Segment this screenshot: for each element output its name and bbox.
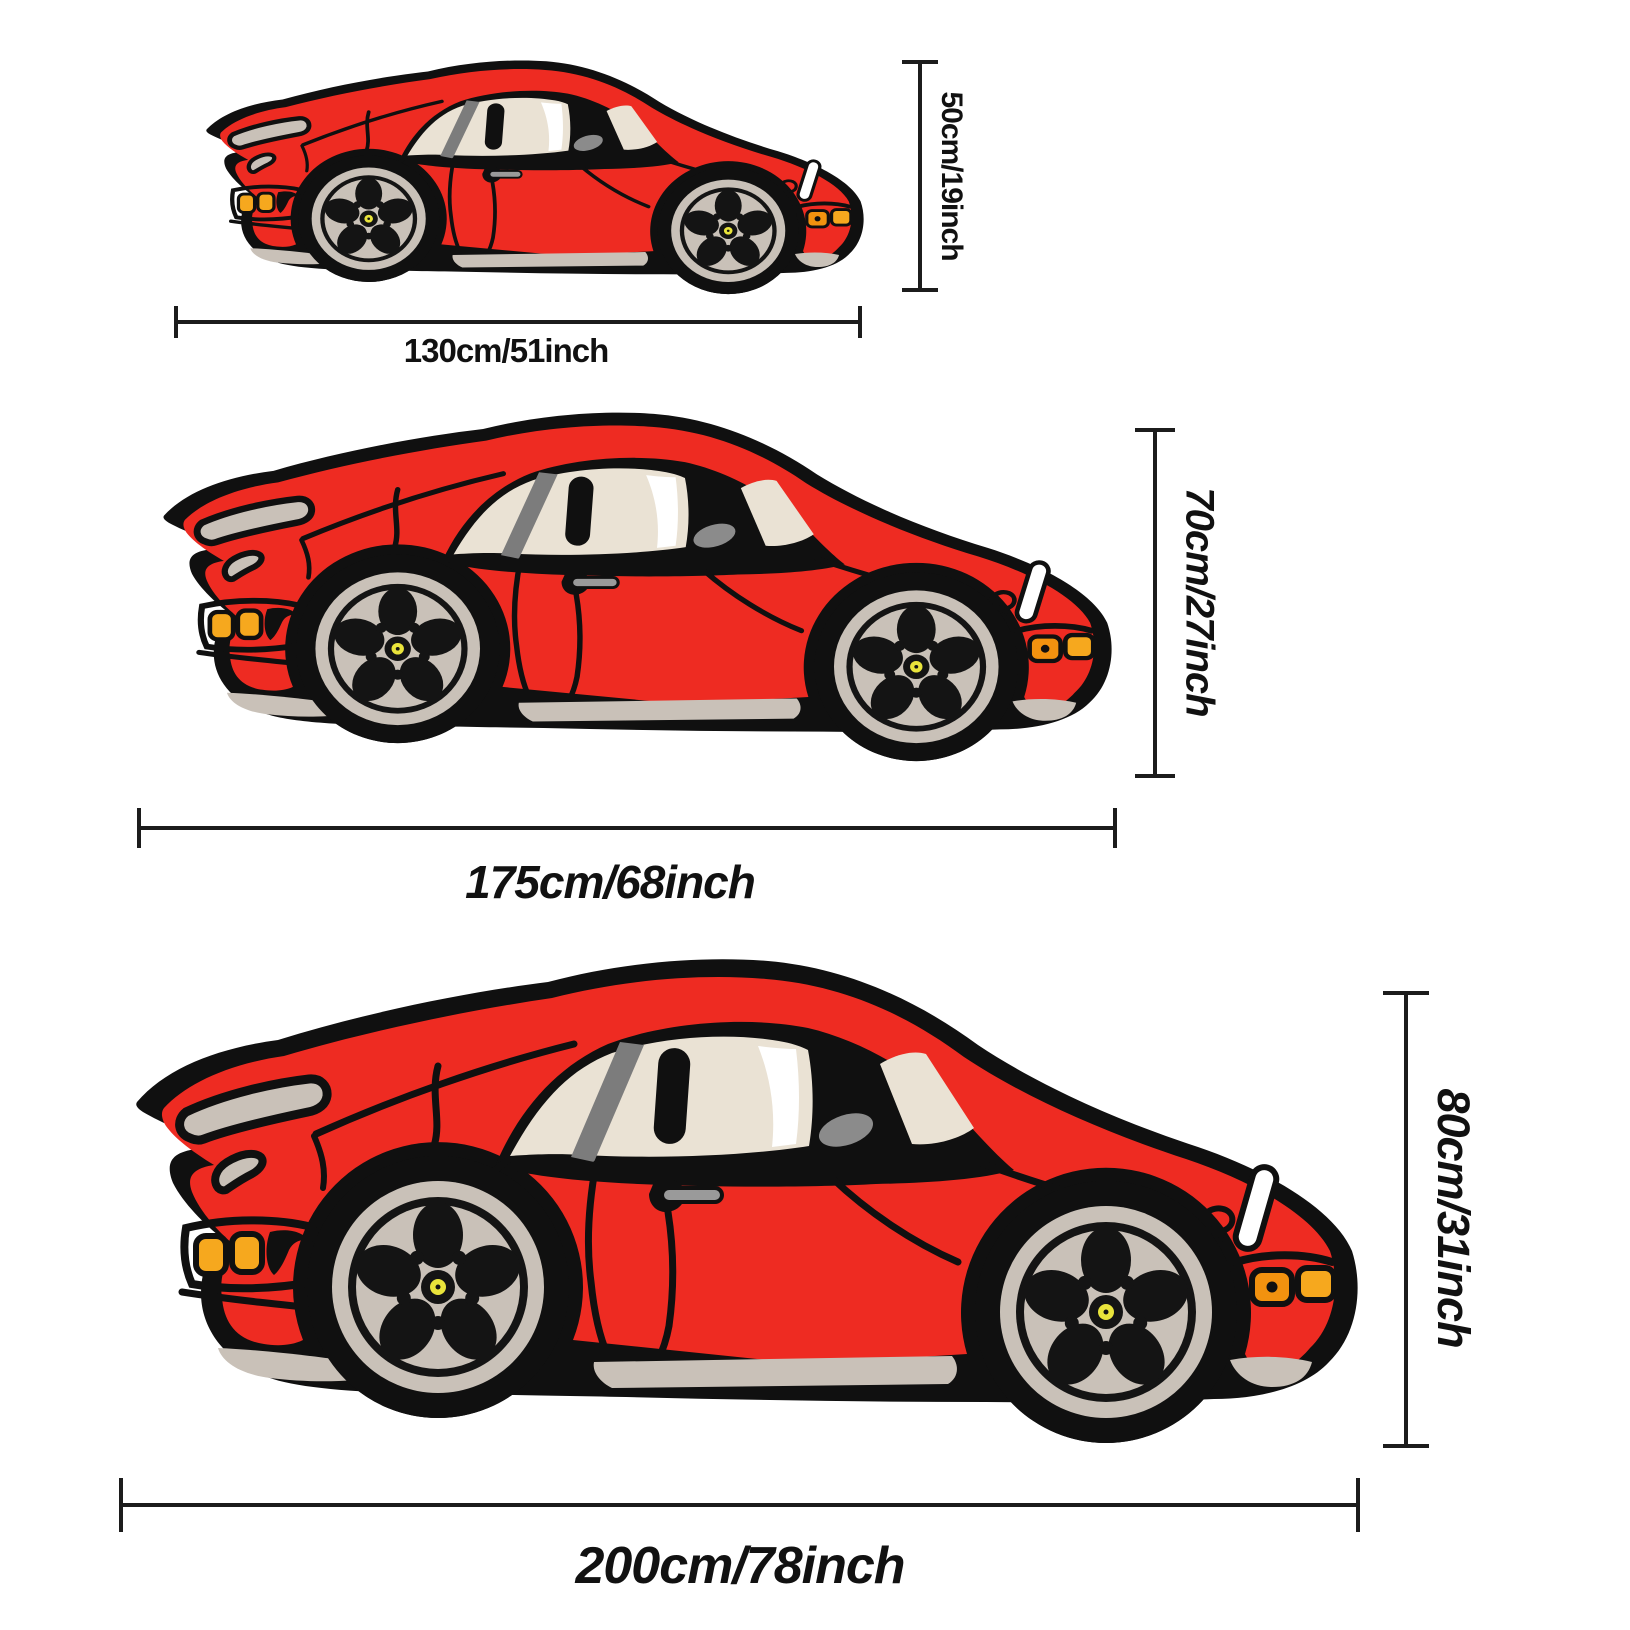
height-label-large: 80cm/31inch <box>1428 1088 1479 1348</box>
height-label-medium: 70cm/27inch <box>1177 487 1222 717</box>
height-dimension-line-large <box>1404 993 1408 1448</box>
height-dimension-cap <box>1135 774 1175 778</box>
height-dimension-line-medium <box>1153 430 1157 776</box>
width-dimension-cap <box>174 306 178 338</box>
width-dimension-cap <box>1356 1478 1360 1532</box>
width-dimension-cap <box>1113 808 1117 848</box>
width-dimension-cap <box>137 808 141 848</box>
height-label-small: 50cm/19inch <box>935 91 968 261</box>
width-label-large: 200cm/78inch <box>575 1537 905 1595</box>
height-dimension-cap <box>902 60 938 64</box>
car-illustration-small <box>190 56 866 296</box>
width-label-small: 130cm/51inch <box>403 332 609 369</box>
car-illustration-large <box>106 950 1362 1447</box>
height-dimension-cap <box>1135 428 1175 432</box>
width-dimension-cap <box>858 306 862 338</box>
width-label-medium: 175cm/68inch <box>465 856 756 908</box>
height-dimension-cap <box>1383 991 1429 995</box>
height-dimension-cap <box>902 288 938 292</box>
width-dimension-line-large <box>121 1503 1358 1507</box>
height-dimension-cap <box>1383 1444 1429 1448</box>
height-dimension-line-small <box>918 62 922 290</box>
width-dimension-line-medium <box>139 826 1117 830</box>
width-dimension-cap <box>119 1478 123 1532</box>
width-dimension-line-small <box>176 320 861 324</box>
car-illustration-medium <box>140 406 1115 764</box>
